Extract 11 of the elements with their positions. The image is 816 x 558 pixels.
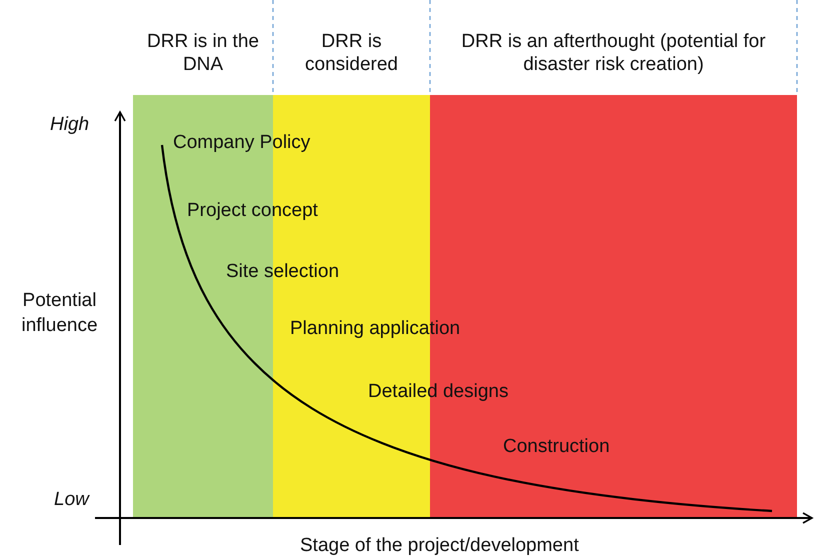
band-heading: DRR is an afterthought (potential for disaster risk creation) (460, 30, 767, 76)
band-heading: DRR is considered (304, 30, 399, 76)
stage-label: Site selection (226, 261, 340, 283)
band-heading: DRR is in the DNA (146, 30, 260, 76)
stage-label: Company Policy (173, 132, 310, 154)
stage-label: Project concept (187, 200, 318, 222)
axis-title: Stage of the project/development (300, 535, 579, 557)
axis-title: Potential influence (20, 289, 99, 338)
axis-label: Low (54, 489, 89, 511)
axis-label: High (50, 114, 90, 136)
stage-label: Construction (503, 436, 610, 458)
